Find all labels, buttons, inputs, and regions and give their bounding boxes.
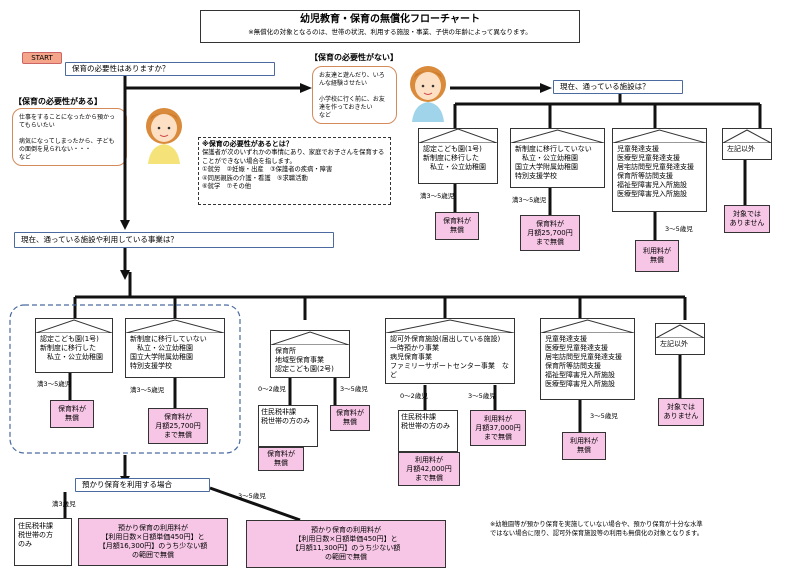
question-current-no: 現在、通っている施設は？ (553, 80, 683, 94)
age-label: 0～2歳児 (400, 392, 428, 400)
right-result-1: 保育料が 無償 (435, 212, 479, 240)
speech-bubble-need-no: お友達と遊んだり、いろんな経験させたい 小学校に行く前に、お友達を作っておきたい… (312, 66, 397, 124)
lower-result-1: 保育料が 無償 (50, 400, 94, 428)
age-label: 3～5歳児 (468, 392, 496, 400)
house-roof-icon (723, 129, 771, 143)
right-result-2: 保育料が 月額25,700円 まで無償 (520, 215, 580, 251)
lower-box-6: 左記以外 (655, 323, 705, 355)
lower-result-6: 利用料が 月額37,000円 まで無償 (470, 410, 526, 446)
right-box-3: 児童発達支援 医療型児童発達支援 居宅訪問型児童発達支援 保育所等訪問支援 福祉… (612, 128, 707, 212)
speech-bubble-need-yes: 仕事をすることになったから預かってもらいたい 病気になってしまったから、子どもの… (12, 108, 127, 166)
question-current-yes: 現在、通っている施設や利用している事業は？ (14, 232, 334, 248)
age-label: 満3～5歳児 (37, 380, 72, 388)
age-label: 満3～5歳児 (130, 386, 165, 394)
title-box: 幼児教育・保育の無償化フローチャート ※無償化の対象となるのは、世帯の状況、利用… (200, 10, 580, 43)
lower-result-8: 対象では ありません (658, 398, 704, 426)
right-result-4: 対象では ありません (724, 205, 770, 233)
lower-box-3: 保育所 地域型保育事業 認定こども園(2号) (270, 330, 350, 378)
house-roof-icon (386, 319, 514, 333)
age-label: 満3歳児 (52, 500, 76, 508)
page-title: 幼児教育・保育の無償化フローチャート (300, 14, 480, 25)
right-box-1: 認定こども園(1号) 新制度に移行した 私立・公立幼稚園 (418, 128, 498, 184)
age-label: 0～2歳児 (258, 385, 286, 393)
age-label: 満3～5歳児 (420, 192, 455, 200)
need-info-text: 保護者が次のいずれかの事情にあり、家庭でお子さんを保育することができない場合を指… (202, 149, 385, 190)
question-temp-care: 預かり保育を利用する場合 (75, 478, 210, 492)
lower-box-4: 認可外保育施設(届出している施設) 一時預かり事業 病児保育事業 ファミリーサポ… (385, 318, 515, 384)
house-roof-icon (271, 331, 349, 345)
house-roof-icon (36, 319, 112, 333)
page-subtitle: ※無償化の対象となるのは、世帯の状況、利用する施設・事業、子供の年齢によって異な… (248, 28, 532, 36)
lower-box-2: 新制度に移行していない 私立・公立幼稚園 国立大学附属幼稚園 特別支援学校 (125, 318, 225, 378)
need-info-box: ※保育の必要性があるとは？ 保護者が次のいずれかの事情にあり、家庭でお子さんを保… (198, 137, 391, 205)
house-roof-icon (126, 319, 224, 333)
right-box-2: 新制度に移行していない 私立・公立幼稚園 国立大学附属幼稚園 特別支援学校 (510, 128, 605, 188)
lower-box-5: 児童発達支援 医療型児童発達支援 居宅訪問型児童発達支援 保育所等訪問支援 福祉… (540, 318, 635, 400)
age-label: 満3～5歳児 (512, 196, 547, 204)
age-label: 3～5歳児 (665, 225, 693, 233)
temp-care-result-1: 預かり保育の利用料が 【利用日数×日額単価450円】と 【月額16,300円】の… (78, 518, 228, 566)
girl-illustration-icon (146, 108, 182, 164)
tax-exempt-box-1: 住民税非課 税世帯の方のみ (258, 405, 318, 447)
house-roof-icon (511, 129, 604, 143)
age-label: 3～5歳児 (238, 492, 266, 500)
label-need-yes: 【保育の必要性がある】 (14, 97, 102, 106)
right-result-3: 利用料が 無償 (635, 240, 679, 272)
lower-box-1: 認定こども園(1号) 新制度に移行した 私立・公立幼稚園 (35, 318, 113, 373)
house-roof-icon (613, 129, 706, 143)
question-need: 保育の必要性はありますか？ (65, 62, 275, 76)
start-badge: START (22, 52, 62, 64)
lower-result-4: 保育料が 無償 (330, 405, 370, 431)
label-need-no: 【保育の必要性がない】 (310, 53, 398, 62)
tax-exempt-box-3: 住民税非課 税世帯の方 のみ (14, 518, 72, 566)
temp-care-result-2: 預かり保育の利用料が 【利用日数×日額単価450円】と 【月額11,300円】の… (246, 520, 446, 568)
age-label: 3～5歳児 (590, 412, 618, 420)
house-roof-icon (656, 324, 704, 338)
right-box-4: 左記以外 (722, 128, 772, 160)
lower-result-2: 保育料が 月額25,700円 まで無償 (148, 408, 208, 444)
house-roof-icon (541, 319, 634, 333)
need-info-title: ※保育の必要性があるとは？ (202, 140, 293, 148)
lower-result-5: 利用料が 月額42,000円 まで無償 (398, 452, 460, 486)
age-label: 3～5歳児 (340, 385, 368, 393)
lower-result-3: 保育料が 無償 (258, 447, 304, 471)
girl-illustration-icon (410, 66, 446, 122)
lower-result-7: 利用料が 無償 (562, 432, 606, 460)
footnote: ※幼稚園等が預かり保育を実施していない場合や、預かり保育が十分な水準 ではない場… (490, 521, 704, 537)
tax-exempt-box-2: 住民税非課 税世帯の方のみ (398, 410, 458, 452)
